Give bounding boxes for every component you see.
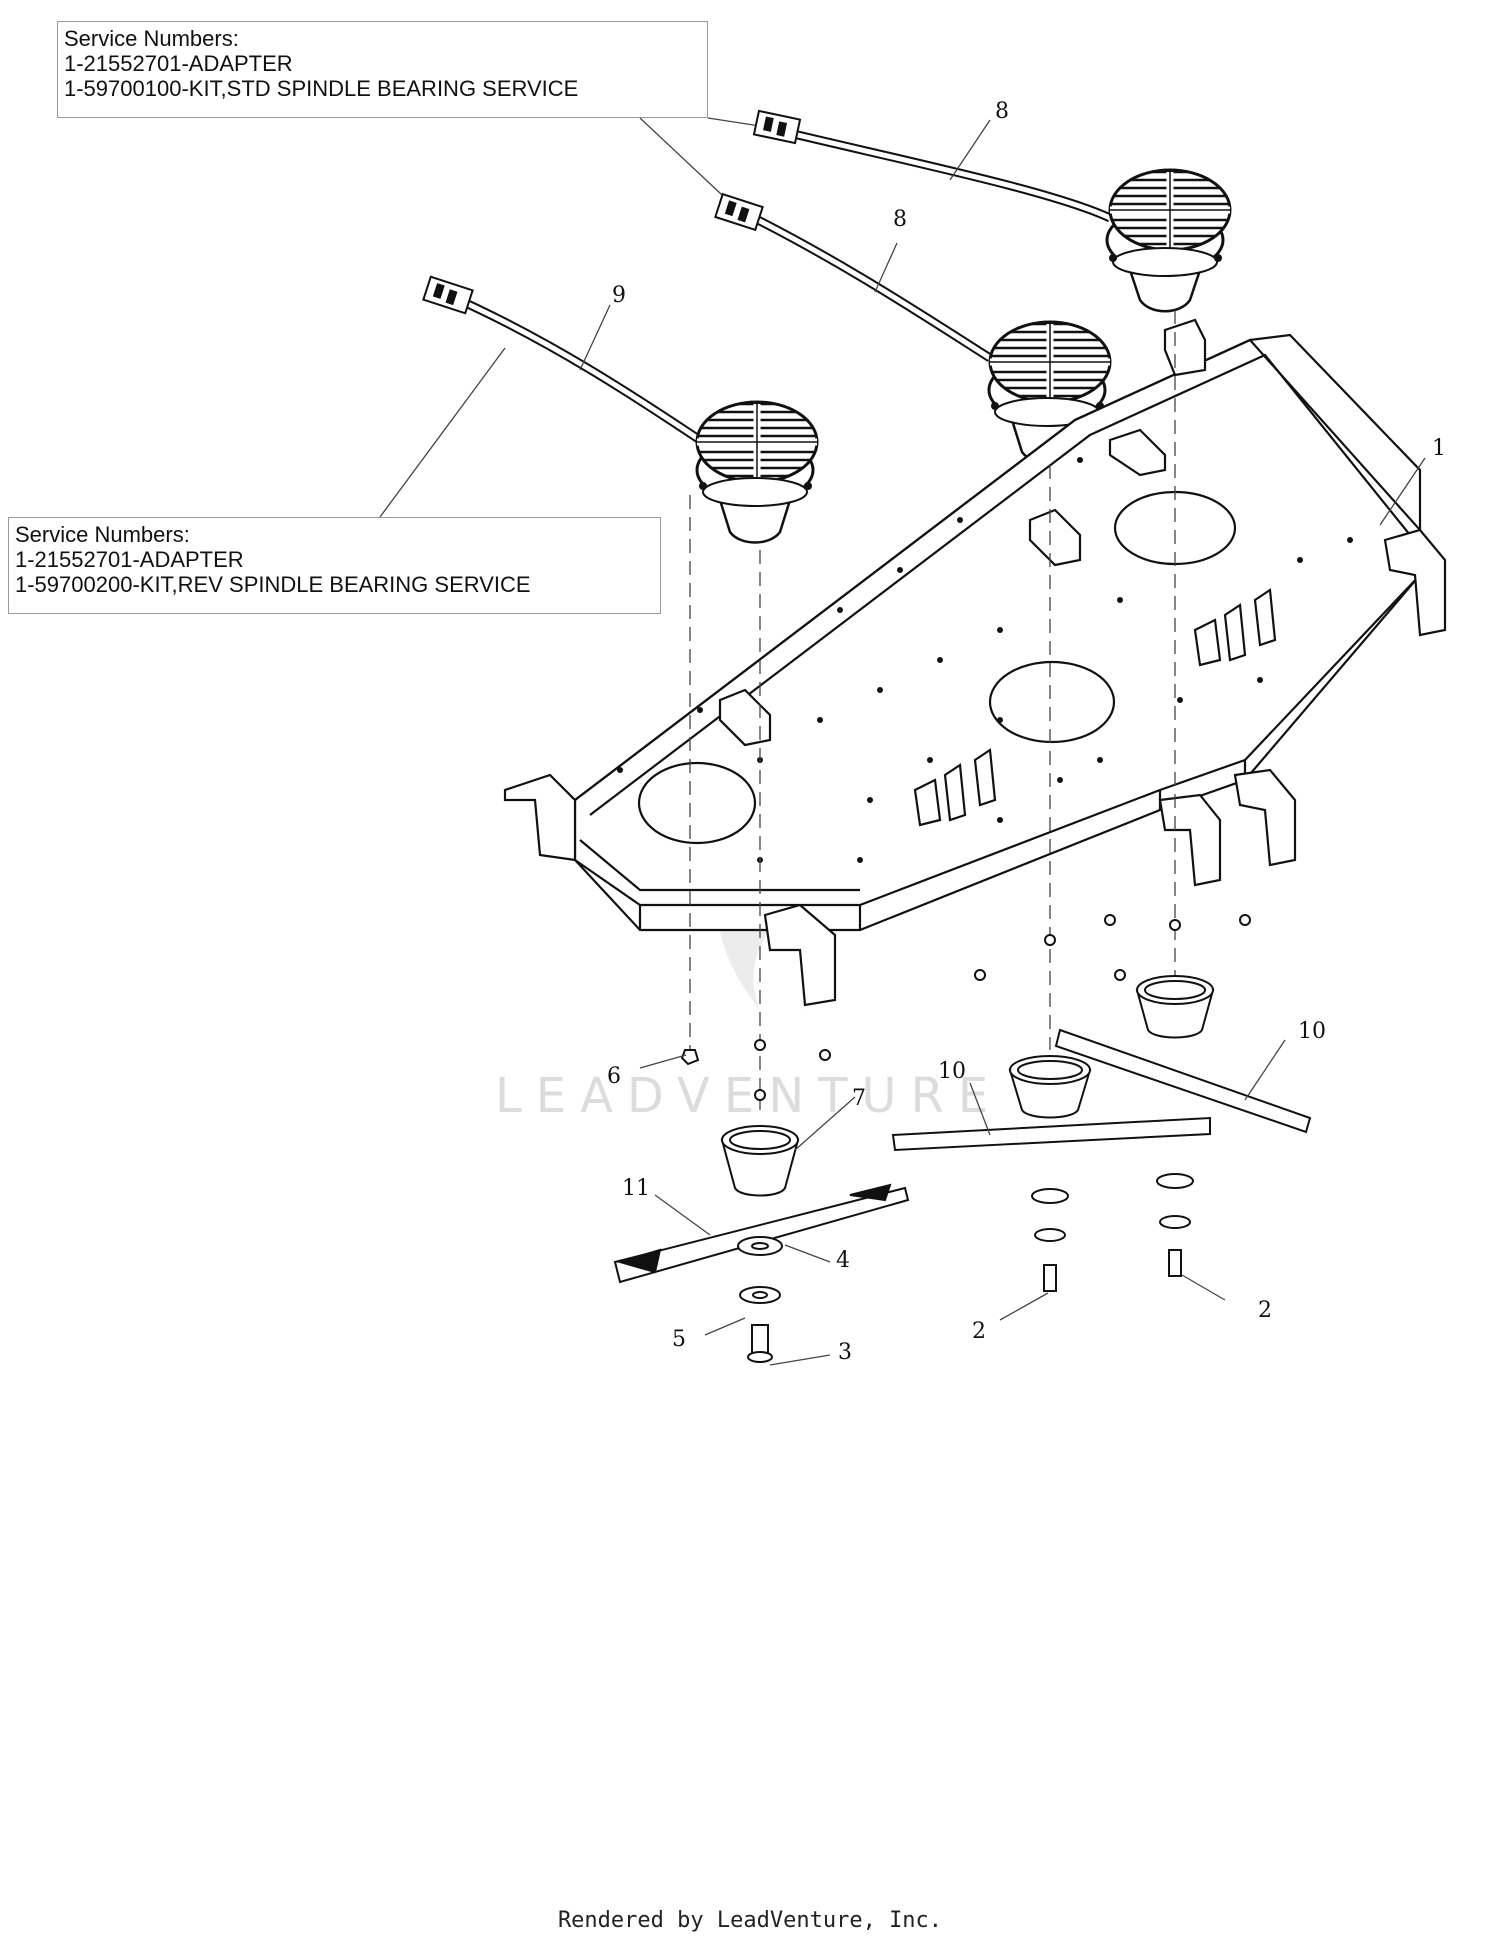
- service-heading: Service Numbers:: [15, 522, 190, 547]
- blade-left: [613, 1186, 910, 1284]
- harness-center: [714, 192, 993, 362]
- blade-center: [891, 1116, 1211, 1152]
- blade-right: [1054, 1028, 1312, 1134]
- callout-5: 5: [672, 1327, 686, 1352]
- callout-11: 11: [622, 1176, 650, 1201]
- callout-8-center: 8: [893, 207, 907, 232]
- mower-deck: [503, 318, 1447, 1007]
- service-line: 1-59700200-KIT,REV SPINDLE BEARING SERVI…: [15, 572, 531, 597]
- callout-8-right: 8: [995, 99, 1009, 124]
- callout-2-right: 2: [1258, 1298, 1272, 1323]
- service-heading: Service Numbers:: [64, 26, 239, 51]
- spindle-motor-right: [1105, 168, 1232, 313]
- hardware: [613, 914, 1312, 1363]
- callout-3: 3: [838, 1340, 852, 1365]
- connector-icon: [752, 109, 802, 145]
- nut: [680, 1049, 700, 1066]
- service-numbers-box-rev: Service Numbers: 1-21552701-ADAPTER 1-59…: [8, 517, 661, 614]
- deck-holes: [617, 457, 1353, 863]
- callout-10-right: 10: [1298, 1019, 1326, 1044]
- hub-cup-left: [720, 1125, 800, 1197]
- callout-9: 9: [612, 283, 626, 308]
- hub-cup-center: [1008, 1055, 1092, 1119]
- callout-10-center: 10: [938, 1059, 966, 1084]
- footer-credit: Rendered by LeadVenture, Inc.: [557, 1908, 943, 1933]
- service-line: 1-59700100-KIT,STD SPINDLE BEARING SERVI…: [64, 76, 579, 101]
- harness-left: [422, 275, 703, 444]
- service-line: 1-21552701-ADAPTER: [64, 51, 293, 76]
- callout-4: 4: [836, 1248, 850, 1273]
- callout-6: 6: [607, 1064, 621, 1089]
- callout-7: 7: [852, 1086, 866, 1111]
- connector-icon: [714, 192, 764, 232]
- harness-right: [752, 109, 1112, 223]
- callout-leaders: [579, 119, 1426, 1366]
- service-numbers-box-std: Service Numbers: 1-21552701-ADAPTER 1-59…: [57, 21, 708, 118]
- watermark-text: LEADVENTURE: [495, 1068, 1002, 1124]
- spindle-motor-left: [695, 400, 819, 544]
- callout-1: 1: [1432, 436, 1446, 461]
- callout-2-center: 2: [972, 1319, 986, 1344]
- assembly-axes: [689, 310, 1176, 1110]
- service-line: 1-21552701-ADAPTER: [15, 547, 244, 572]
- hub-cup-right: [1135, 975, 1215, 1039]
